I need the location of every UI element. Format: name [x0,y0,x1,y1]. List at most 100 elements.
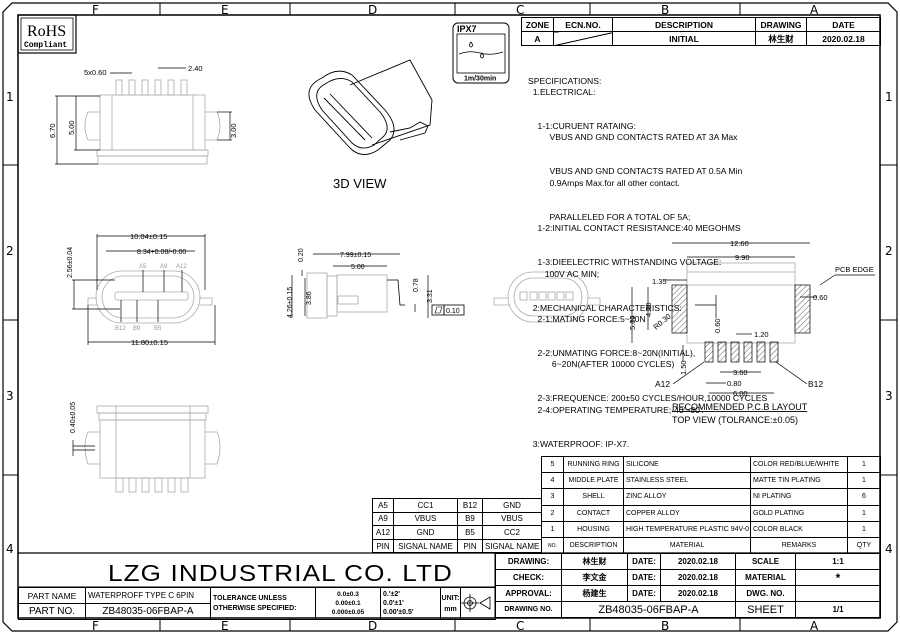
dim-label: 7.99±0.15 [340,252,371,259]
flatness-tolerance: 0.10 [446,308,460,315]
approval-name: 杨建生 [561,585,628,602]
spec-line: VBUS AND GND CONTACTS RATED AT 3A Max [528,132,738,143]
text-cell: GND [482,498,542,513]
spec-line: 2:MECHANICAL CHARACTERISTICS: [528,302,682,313]
text-cell: 0.00'±0.5' [383,609,414,616]
rev-header: DRAWING [755,17,807,32]
text-cell: SIGNAL NAME [482,538,542,554]
text-cell: SHELL [563,488,624,506]
text-cell: CHECK: [495,569,562,586]
pin-label: B12 [115,326,126,332]
zone-number: 1 [6,90,14,104]
dim-label: 3.31 [427,289,434,303]
text-cell: TOLERANCE UNLESS [213,594,287,602]
view-label: 3D VIEW [333,176,387,191]
rev-zone: A [521,31,554,46]
rear-view [493,271,601,323]
text-cell: APPROVAL: [495,585,562,602]
specifications: SPECIFICATIONS: 1.ELECTRICAL: 1-1:CURUEN… [528,53,767,461]
spec-line: 6~20N(AFTER 10000 CYCLES) [528,359,675,370]
part-name: WATERPROFF TYPE C 6PIN [85,587,211,604]
text-cell: 1 [847,504,881,522]
dim-label: 4.26±0.15 [287,287,294,318]
text-cell: 4 [541,472,564,490]
text-cell: 5 [541,455,564,474]
text-cell: CONTACT [563,504,624,522]
pin-label: B5 [154,326,162,332]
text-cell: SHEET [735,601,796,618]
zone-letter: D [368,619,377,633]
zone-letter: A [810,619,819,633]
drawing-date: 2020.02.18 [660,553,736,570]
text-cell: HIGH TEMPERATURE PLASTIC 94V-0 [623,520,751,538]
dim-label: 0.60 [713,318,722,333]
zone-letter: B [661,619,669,633]
drawing-label: DRAWING: [495,553,562,570]
text-cell: MATERIAL [623,536,751,555]
text-cell: MATERIAL [735,569,796,586]
spec-line: 3:WATERPROOF: IP-X7. [528,438,630,449]
dim-label: 1.50 [679,360,688,375]
dim-label: 1.20 [754,330,769,339]
rev-header: ZONE [521,17,554,32]
rohs-badge: RoHS Compliant [17,14,77,54]
rev-header: DATE [806,17,881,32]
pin-label: A12 [176,264,187,270]
zone-letter: B [661,3,669,17]
text-cell: 0.000±0.05 [331,609,365,616]
text-cell: 3 [541,488,564,506]
rev-header: DESCRIPTION [612,17,756,32]
pin-label: B9 [133,326,141,332]
pcb-edge-label: PCB EDGE [835,265,874,274]
zone-number: 2 [885,244,893,258]
dim-label: 5.05 [628,315,637,330]
bottom-view: 0.40±0.05 [70,402,221,493]
zone-labels: F E D C B A F E D C B A 1 2 3 4 1 2 3 4 [6,3,893,633]
text-cell: MIDDLE PLATE [563,472,624,490]
text-cell: 0.0±0.3 [337,591,359,598]
text-cell: DESCRIPTION [563,536,624,555]
pin-label: B12 [808,379,823,389]
side-view: 7.99±0.15 5.00 0.20 4.26±0.15 3.86 0.78 … [287,248,465,319]
top-view: 5x0.60 2.40 6.70 5.00 3.00 [48,64,238,165]
zone-letter: A [810,3,819,17]
sheet-value: 1/1 [795,601,881,618]
text-cell: Compliant [24,41,67,50]
spec-line: 0.9Amps Max.for all other contact. [528,177,680,188]
dim-label: 0.20 [298,248,305,262]
text-cell: A12 [372,525,394,540]
text-cell: 1 [847,472,881,490]
rev-drawing: 林生财 [755,31,807,46]
dim-label: 4.00 [644,302,653,317]
spec-line: 1.ELECTRICAL: [528,87,596,98]
text-cell: GND [393,525,458,540]
text-cell: 1m/30min [464,76,496,83]
check-name: 李文金 [561,569,628,586]
zone-letter: C [516,3,524,17]
zone-number: 3 [6,389,14,403]
dim-label: 2.56±0.04 [67,247,74,278]
text-cell: 6 [847,488,881,506]
text-cell: B12 [457,498,483,513]
dwg-no-value [795,585,881,602]
zone-letter: F [92,3,99,17]
part-number: ZB48035-06FBAP-A [85,603,211,620]
dim-label: 8.34+0.08/-0.00 [137,249,186,256]
zone-number: 4 [885,542,893,556]
text-cell: DATE: [627,569,661,586]
dim-label: 12.60 [730,239,749,248]
zone-letter: C [516,619,524,633]
text-cell: 0.'±2' [383,591,400,598]
spec-line: 1-3:DIEELECTRIC WITHSTANDING VOLTAGE: [528,257,722,268]
revision-table: ZONE ECN.NO. DESCRIPTION DRAWING DATE A … [521,17,881,46]
spec-line: 100V AC MIN; [528,268,600,279]
text-cell: B9 [457,511,483,527]
dim-label: 5.00 [351,264,365,271]
dim-label: 9.90 [735,253,750,262]
